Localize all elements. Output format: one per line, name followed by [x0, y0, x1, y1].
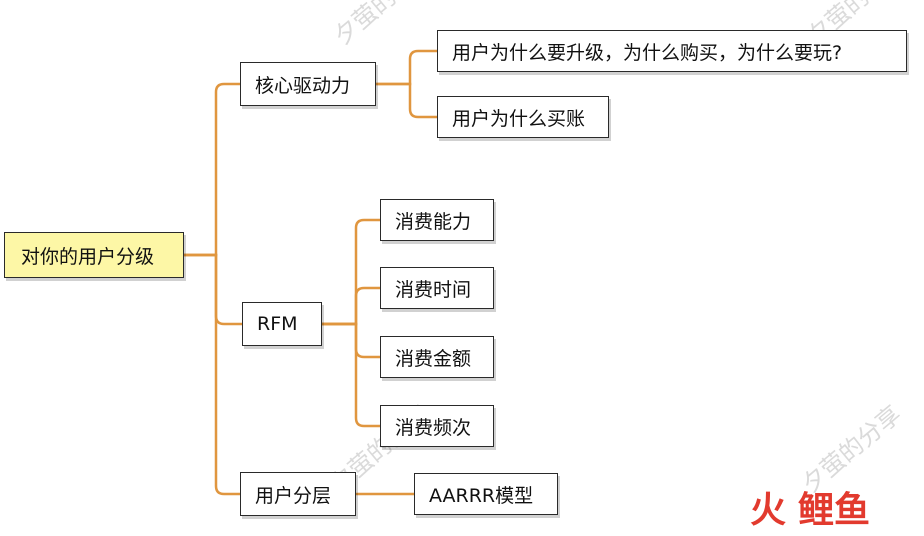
leaf-node-aarrr-model[interactable]: AARRR模型 [414, 473, 558, 515]
connector-root-0 [182, 82, 242, 257]
logo-carp-glyphs: 鲤鱼 [798, 490, 870, 528]
connector-rfm-1 [320, 286, 382, 326]
connector-rfm-2 [320, 322, 382, 359]
leaf-node-spending-amount[interactable]: 消费金额 [380, 336, 494, 378]
connector-core-drive-1 [374, 82, 439, 119]
logo-fire-glyph: 火 [750, 490, 786, 528]
leaf-node-spending-power[interactable]: 消费能力 [380, 199, 494, 241]
connector-rfm-0 [320, 218, 382, 326]
connector-root-1 [182, 253, 244, 326]
leaf-node-spending-time[interactable]: 消费时间 [380, 267, 494, 309]
branch-node-user-tiers[interactable]: 用户分层 [240, 472, 356, 516]
leaf-node-spending-frequency[interactable]: 消费频次 [380, 405, 494, 447]
huoliyu-logo: 火 鲤鱼 [750, 490, 870, 528]
branch-node-rfm[interactable]: RFM [242, 302, 322, 346]
connector-rfm-3 [320, 322, 382, 428]
leaf-node-why-upgrade[interactable]: 用户为什么要升级，为什么购买，为什么要玩? [437, 30, 907, 72]
branch-node-core-drive[interactable]: 核心驱动力 [240, 62, 376, 106]
connector-core-drive-0 [374, 49, 439, 86]
connector-root-2 [182, 253, 242, 496]
root-node[interactable]: 对你的用户分级 [4, 232, 184, 278]
leaf-node-why-pay[interactable]: 用户为什么买账 [437, 96, 609, 138]
